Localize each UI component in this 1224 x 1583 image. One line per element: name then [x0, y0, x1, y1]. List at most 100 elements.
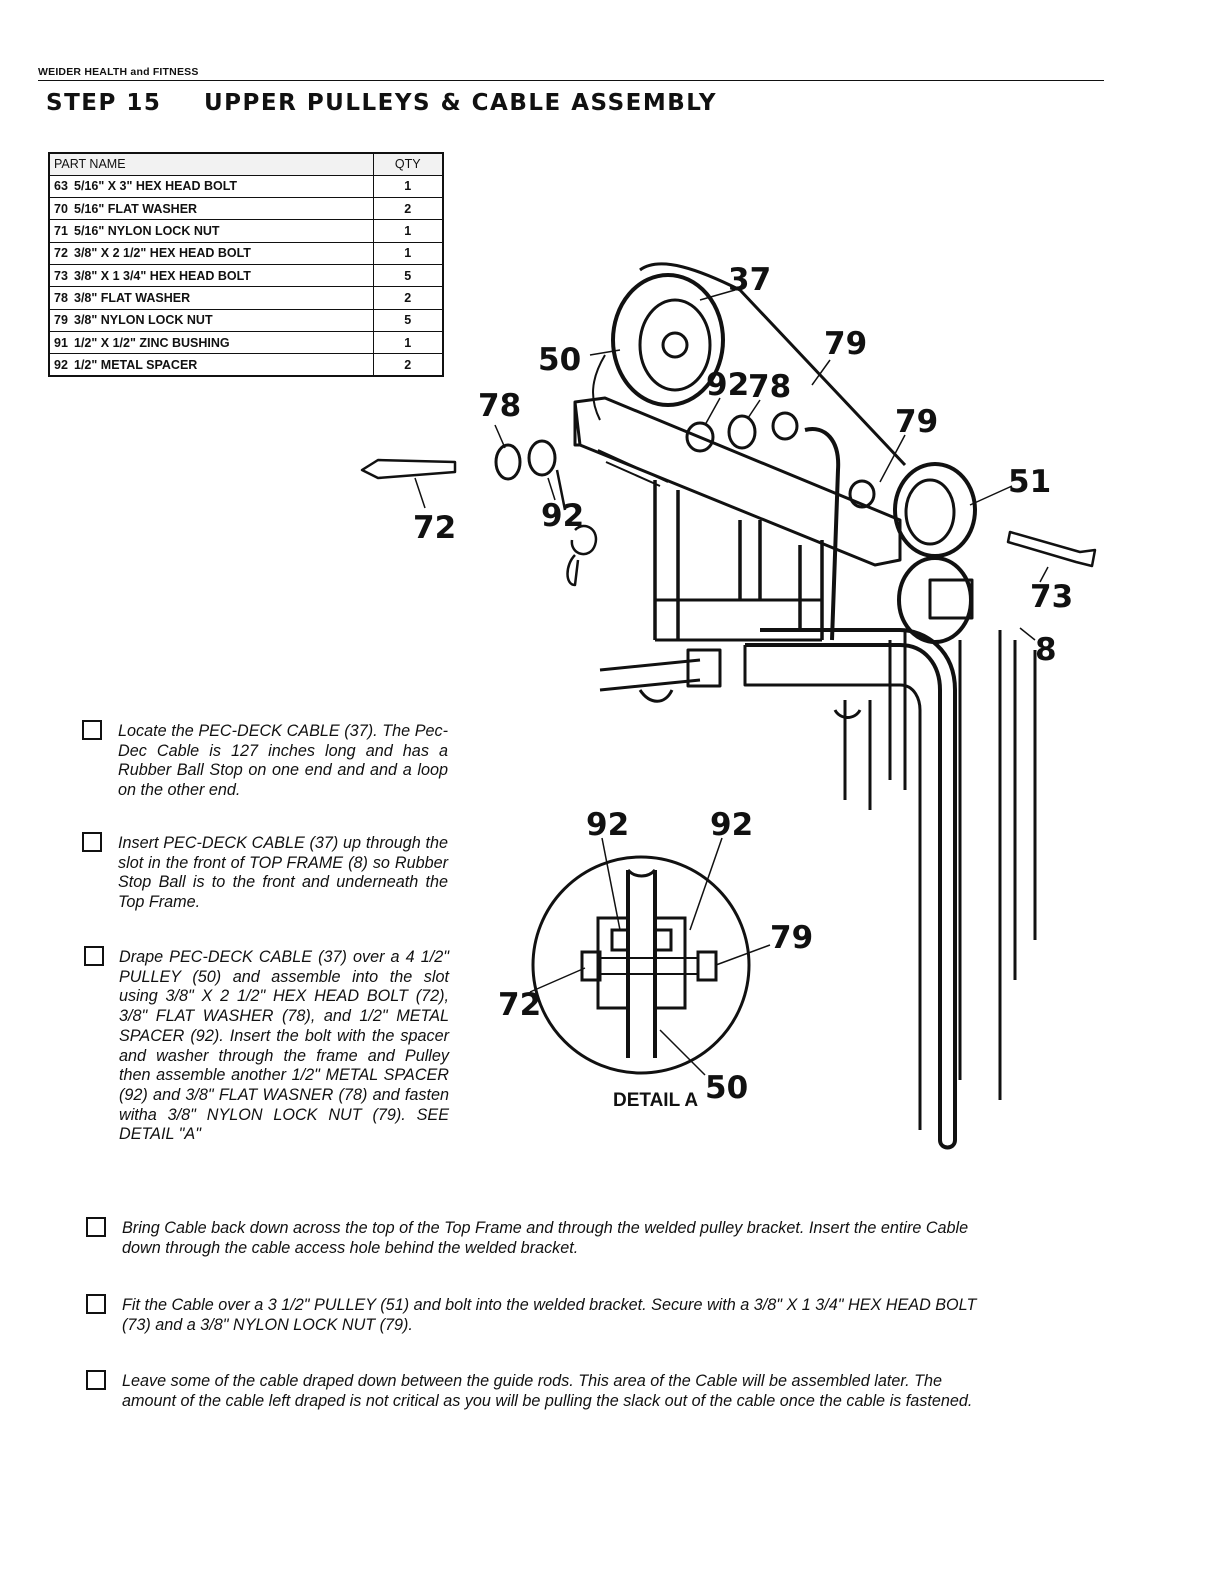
detail-inner-right: [653, 928, 673, 952]
washer-78-top: [727, 414, 757, 450]
leader-78b: [494, 424, 506, 449]
callout-79: 79: [895, 404, 938, 440]
instruction-5: Fit the Cable over a 3 1/2" PULLEY (51) …: [122, 1296, 977, 1334]
nut-79-right: [848, 479, 876, 509]
callout-8: 8: [1035, 632, 1057, 668]
lower-frame: [599, 658, 701, 692]
part-qty: 1: [372, 174, 444, 199]
step-checkbox-6[interactable]: [86, 1370, 106, 1390]
guide-rods: [843, 630, 1037, 1100]
leader-72: [414, 477, 426, 509]
top-frame-beam: [573, 396, 902, 567]
part-name: 5/16" FLAT WASHER: [74, 201, 198, 216]
frame-slot: [597, 449, 669, 487]
callout-79: 79: [824, 326, 867, 362]
leader-73: [1039, 566, 1049, 583]
step-checkbox-5[interactable]: [86, 1294, 106, 1314]
step-checkbox-3[interactable]: [84, 946, 104, 966]
detail-leader-79: [715, 944, 771, 966]
detail-pulley-rim: [626, 870, 657, 1058]
leader-79b: [879, 434, 906, 483]
cable-37: [639, 262, 907, 467]
callout-73: 73: [1030, 579, 1073, 615]
part-name: 3/8" X 1 3/4" HEX HEAD BOLT: [74, 268, 251, 283]
detail-leader-92l: [601, 837, 621, 931]
part-name: 1/2" X 1/2" ZINC BUSHING: [74, 335, 230, 350]
part-name: 3/8" FLAT WASHER: [74, 290, 191, 305]
detail-inner-left: [610, 928, 630, 952]
detail-leader-50: [659, 1029, 706, 1076]
pulley-50: [611, 273, 725, 407]
leader-79a: [811, 359, 831, 386]
detail-spacer-left: [596, 916, 630, 1010]
leader-78a: [747, 399, 761, 419]
detail-callout-92: 92: [586, 807, 629, 843]
part-number: 70: [54, 201, 68, 216]
part-name: 5/16" NYLON LOCK NUT: [74, 224, 220, 239]
instruction-6: Leave some of the cable draped down betw…: [122, 1372, 973, 1410]
leader-92a: [704, 397, 721, 426]
rubber-ball-stop: [555, 469, 598, 587]
top-frame-end: [573, 402, 580, 447]
bolt-73: [1006, 530, 1097, 568]
bent-upright-inner: [743, 645, 922, 1130]
step-checkbox-1[interactable]: [82, 720, 102, 740]
step-checkbox-4[interactable]: [86, 1217, 106, 1237]
detail-bolt-shaft: [600, 957, 698, 975]
detail-nut: [696, 950, 718, 982]
leader-92b: [547, 477, 556, 501]
frame-crossbar: [655, 598, 822, 642]
part-number: 72: [54, 246, 68, 261]
detail-callout-79: 79: [770, 920, 813, 956]
welded-bracket: [928, 578, 974, 620]
callout-78: 78: [478, 388, 521, 424]
part-qty: 2: [372, 286, 444, 310]
part-qty: 2: [372, 353, 444, 377]
callout-51: 51: [1008, 464, 1051, 500]
part-number: 71: [54, 224, 68, 239]
lower-pulley: [897, 556, 973, 644]
detail-a: [529, 837, 771, 1076]
detail-leader-72: [529, 967, 586, 993]
step-number: STEP 15: [46, 90, 162, 116]
frame-uprights: [653, 480, 824, 640]
callout-78: 78: [748, 369, 791, 405]
leader-8: [1019, 627, 1036, 641]
callout-37: 37: [728, 262, 771, 298]
part-number: 78: [54, 290, 68, 305]
wheels: [638, 689, 862, 719]
callout-92: 92: [706, 367, 749, 403]
callout-72: 72: [413, 510, 456, 546]
instruction-3: Drape PEC-DECK CABLE (37) over a 4 1/2" …: [119, 948, 449, 1144]
step-checkbox-2[interactable]: [82, 832, 102, 852]
spacer-92-top: [685, 421, 715, 453]
part-number: 79: [54, 313, 68, 328]
part-number: 91: [54, 335, 68, 350]
instruction-4: Bring Cable back down across the top of …: [122, 1219, 969, 1257]
callout-92: 92: [541, 498, 584, 534]
part-number: 73: [54, 268, 68, 283]
callout-50: 50: [538, 342, 581, 378]
detail-callout-92: 92: [710, 807, 753, 843]
step-title: UPPER PULLEYS & CABLE ASSEMBLY: [204, 90, 718, 116]
guide-tube: [804, 427, 841, 641]
instruction-1: Locate the PEC-DECK CABLE (37). The Pec-…: [118, 722, 448, 800]
part-number: 63: [54, 179, 68, 194]
detail-callout-72: 72: [498, 987, 541, 1023]
part-name: 5/16" X 3" HEX HEAD BOLT: [74, 179, 238, 194]
page-title: STEP 15 UPPER PULLEYS & CABLE ASSEMBLY: [46, 90, 717, 116]
leader-50: [589, 349, 621, 356]
detail-callout-50: 50: [705, 1070, 748, 1106]
spacer-92: [527, 439, 557, 477]
instruction-2: Insert PEC-DECK CABLE (37) up through th…: [118, 834, 448, 912]
pulley-50-hub: [661, 331, 689, 359]
detail-spacer-right: [653, 916, 687, 1010]
pulley-51-groove: [904, 478, 956, 546]
